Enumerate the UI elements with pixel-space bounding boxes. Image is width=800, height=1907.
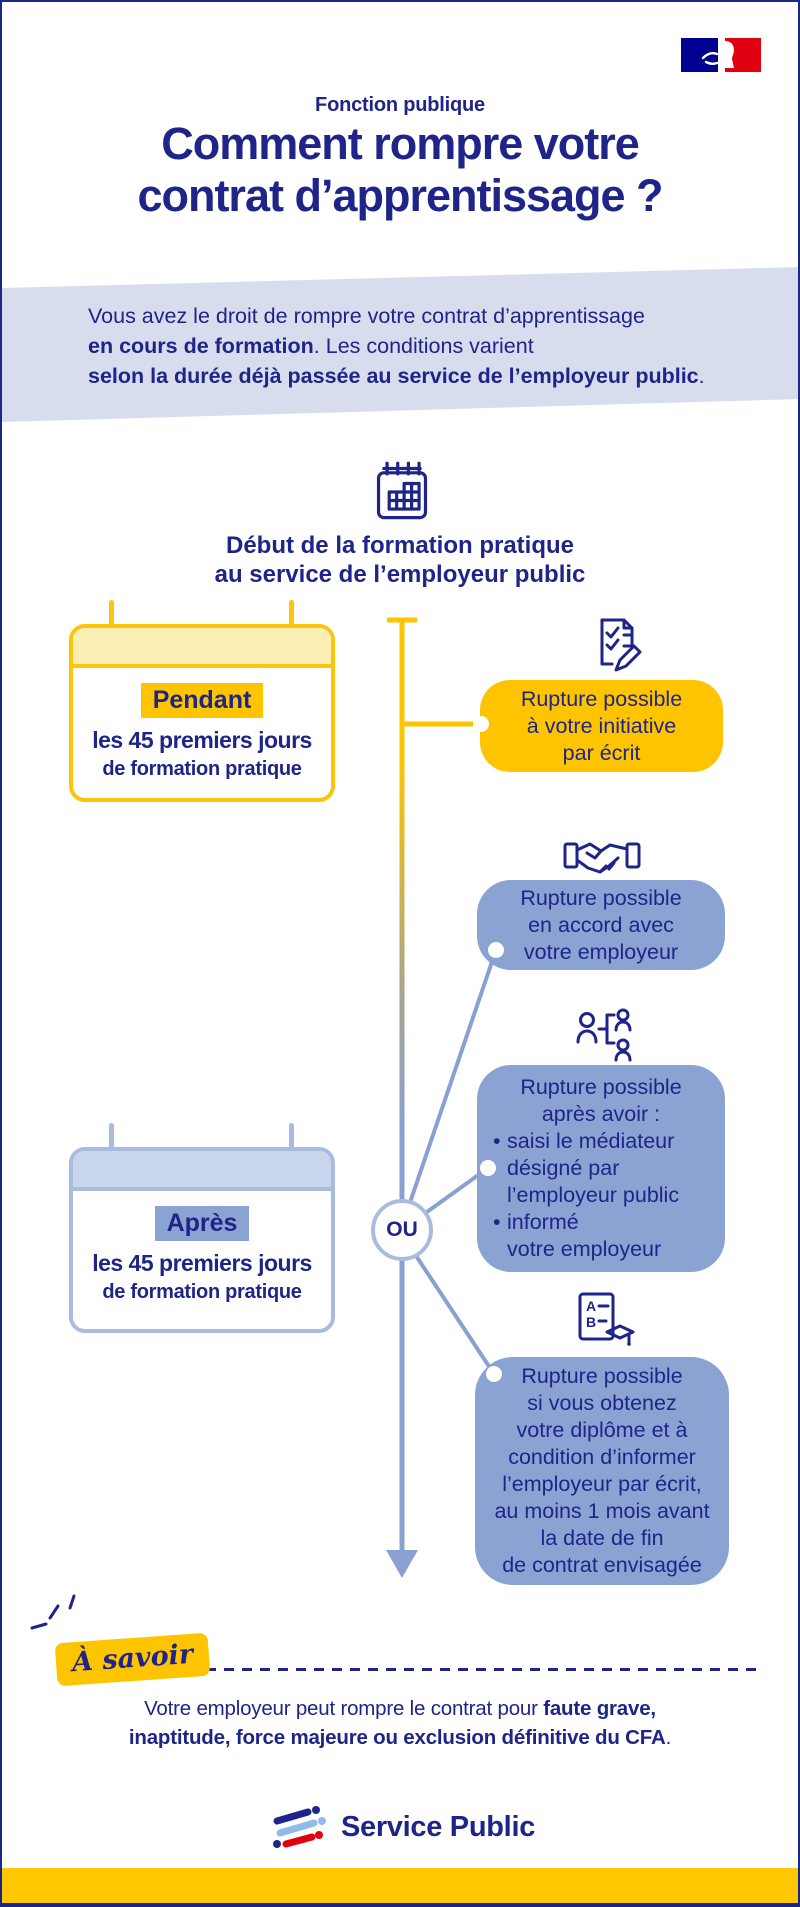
kicker-label: Fonction publique (315, 94, 485, 116)
svg-text:A: A (586, 1298, 596, 1314)
connector-dot (473, 716, 489, 732)
connector-dot (488, 942, 504, 958)
calendar-icon (376, 461, 428, 520)
outcome-bubble-agreement: Rupture possible en accord avec votre em… (477, 880, 725, 970)
outcome-bubble-own-initiative: Rupture possible à votre initiative par … (480, 680, 723, 772)
french-republic-flag-icon (681, 38, 761, 72)
connector-dot (480, 1160, 496, 1176)
during-45-days-card: Pendant les 45 premiers jours de formati… (69, 624, 335, 802)
page-title: Comment rompre votre contrat d’apprentis… (137, 118, 663, 221)
card-top-band (73, 628, 331, 668)
dashed-divider (206, 1668, 762, 1671)
outcome-bubble-mediator: Rupture possible après avoir : • saisi l… (477, 1065, 725, 1272)
handshake-icon (563, 842, 641, 874)
intro-paragraph: Vous avez le droit de rompre votre contr… (88, 304, 705, 388)
after-highlight: Après (154, 1206, 250, 1241)
note-tag: À savoir (54, 1632, 211, 1687)
bullet-item: • saisi le médiateur désigné par l’emplo… (493, 1129, 680, 1207)
connector-dot (486, 1366, 502, 1382)
outcome-bubble-diploma: Rupture possible si vous obtenez votre d… (475, 1357, 729, 1585)
diploma-graduation-icon: A B (578, 1292, 635, 1346)
after-45-days-card: Après les 45 premiers jours de formation… (69, 1147, 335, 1333)
timeline-arrowhead (386, 1550, 418, 1578)
mediator-people-icon (576, 1008, 632, 1062)
document-checklist-pencil-icon (600, 618, 642, 672)
service-public-logo-icon (272, 1806, 326, 1848)
timeline-start-label: Début de la formation pratique au servic… (214, 532, 586, 588)
brand-name: Service Public (340, 1810, 536, 1843)
during-highlight: Pendant (140, 683, 264, 718)
or-connector: OU (371, 1199, 433, 1261)
note-paragraph: Votre employeur peut rompre le contrat p… (128, 1697, 672, 1749)
intro-band (2, 267, 798, 422)
footer-yellow-bar (2, 1868, 798, 1903)
attention-rays-icon (30, 1594, 76, 1630)
bullet-item: • informé votre employeur (493, 1210, 662, 1261)
card-top-band (73, 1151, 331, 1191)
footer-brand: Service Public (2, 1802, 798, 1852)
svg-text:B: B (586, 1314, 596, 1330)
